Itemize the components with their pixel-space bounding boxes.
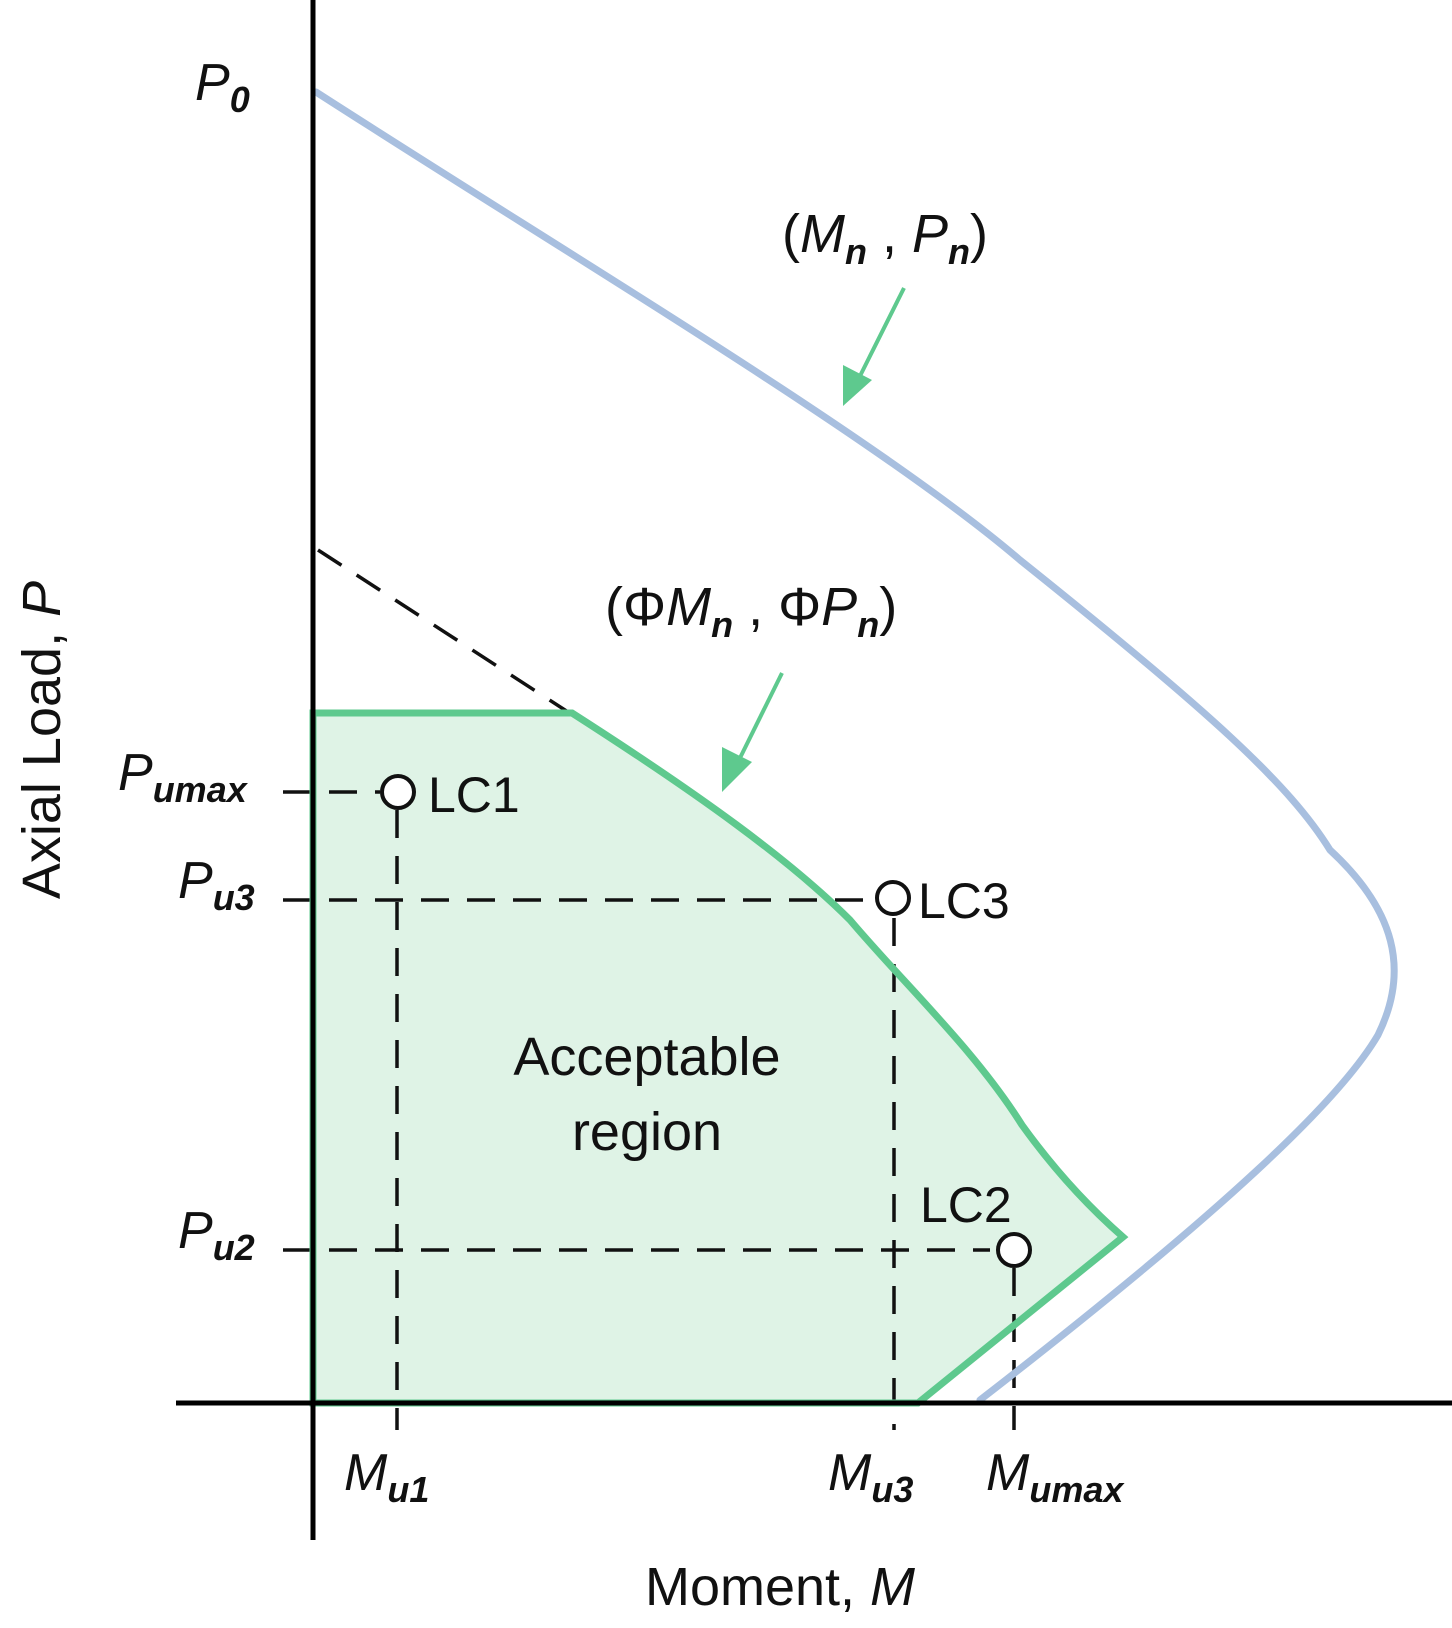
nominal-sep: ,: [867, 204, 912, 264]
design-arrow: [722, 672, 784, 792]
x-axis-title-symbol: M: [870, 1557, 915, 1617]
y-axis-title: Axial Load, P: [12, 581, 72, 899]
design-sep: ,: [733, 577, 778, 637]
nominal-m: M: [800, 204, 845, 264]
y-axis-title-main: Axial Load,: [12, 617, 72, 899]
pu3-symbol: P: [178, 852, 213, 910]
mumax-sub: umax: [1029, 1469, 1125, 1510]
design-p-sub: n: [857, 604, 879, 645]
p0-sub: 0: [230, 79, 250, 120]
pumax-symbol: P: [118, 744, 153, 802]
pumax-sub: umax: [153, 769, 249, 810]
pu2-symbol: P: [178, 1202, 213, 1260]
nominal-curve-label: (Mn , Pn): [782, 204, 988, 272]
lc2-label: LC2: [920, 1177, 1012, 1233]
design-curve-label: (ΦMn , ΦPn): [605, 577, 897, 645]
pu3-label: Pu3: [178, 852, 255, 918]
lc2-point: [996, 1232, 1032, 1268]
guide-lines: [283, 548, 1016, 1430]
tension-cutoff-extension: [317, 548, 569, 714]
nominal-p-sub: n: [948, 231, 970, 272]
region-label-line2: region: [572, 1102, 722, 1162]
lc1-label: LC1: [428, 767, 520, 823]
mumax-symbol: M: [986, 1444, 1030, 1502]
nominal-close-paren: ): [970, 204, 988, 264]
design-phi1: Φ: [623, 577, 666, 637]
nominal-arrow: [843, 287, 906, 406]
acceptable-region-fill: [313, 713, 1123, 1403]
pu2-sub: u2: [213, 1227, 255, 1268]
y-axis-title-symbol: P: [12, 581, 72, 617]
mu1-symbol: M: [344, 1444, 388, 1502]
mumax-label: Mumax: [986, 1444, 1125, 1510]
p0-symbol: P: [195, 54, 230, 112]
pu2-label: Pu2: [178, 1202, 255, 1268]
pumax-label: Pumax: [118, 744, 249, 810]
x-axis-title: Moment, M: [645, 1557, 915, 1617]
design-m: M: [666, 577, 711, 637]
region-label-line1: Acceptable: [513, 1027, 780, 1087]
pu3-sub: u3: [213, 877, 255, 918]
nominal-m-sub: n: [845, 231, 867, 272]
nominal-open-paren: (: [782, 204, 800, 264]
design-p: P: [821, 577, 857, 637]
lc1-point: [380, 774, 416, 810]
mu3-symbol: M: [828, 1444, 872, 1502]
design-phi2: Φ: [778, 577, 821, 637]
design-close-paren: ): [879, 577, 897, 637]
lc3-label: LC3: [918, 873, 1010, 929]
mu1-label: Mu1: [344, 1444, 429, 1510]
design-open-paren: (: [605, 577, 623, 637]
lc3-point: [875, 880, 911, 916]
mu3-label: Mu3: [828, 1444, 913, 1510]
p0-label: P0: [195, 54, 250, 120]
x-axis-title-main: Moment,: [645, 1557, 870, 1617]
mu3-sub: u3: [871, 1469, 913, 1510]
nominal-strength-curve: [312, 88, 1398, 1404]
nominal-p: P: [912, 204, 948, 264]
design-m-sub: n: [711, 604, 733, 645]
mu1-sub: u1: [387, 1469, 429, 1510]
design-strength-curve: [309, 709, 1129, 1407]
